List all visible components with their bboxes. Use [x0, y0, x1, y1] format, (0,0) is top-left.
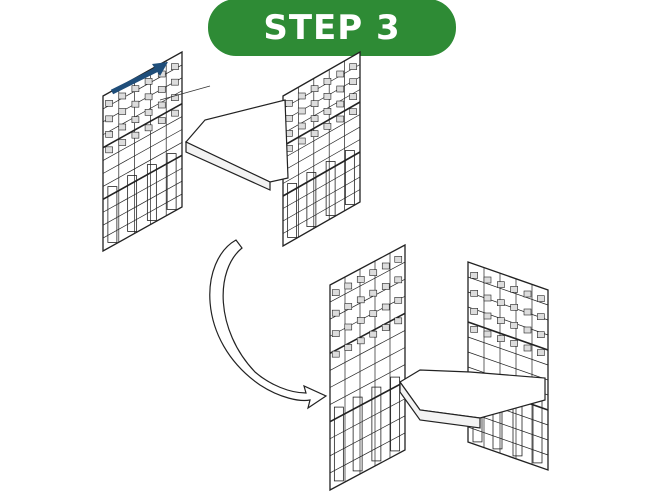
side-panel-top-left: [102, 50, 183, 253]
side-panel-top-right: [282, 50, 361, 248]
tray-bottom: [399, 369, 546, 429]
side-panel-bottom-left: [329, 243, 406, 492]
step-title: STEP 3: [263, 7, 401, 48]
step-badge: STEP 3: [208, 0, 456, 56]
slide-direction-arrow-icon: [110, 62, 211, 101]
curved-arrow-icon: [209, 239, 328, 410]
tray-top: [185, 99, 289, 191]
side-panel-bottom-right: [467, 261, 549, 471]
